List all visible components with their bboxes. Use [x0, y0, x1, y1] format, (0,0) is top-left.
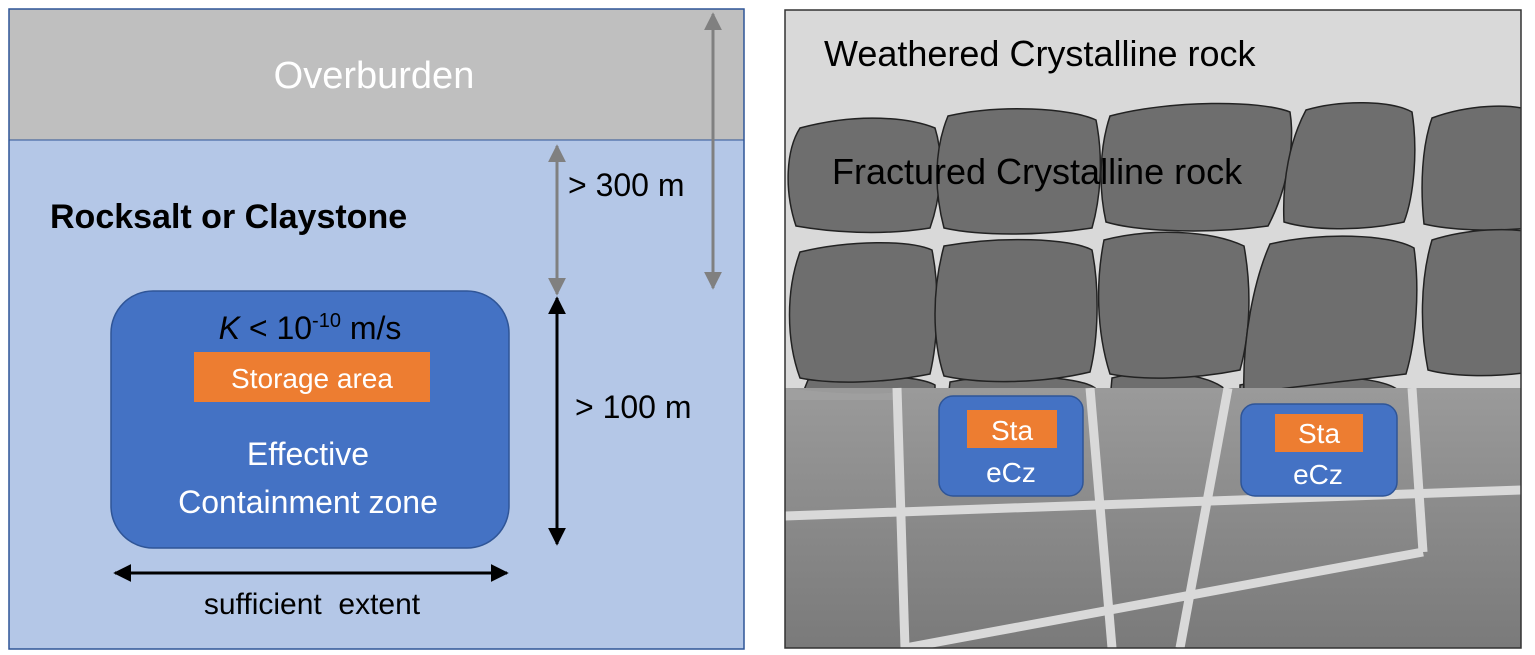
permeability-label: K < 10-10 m/s: [219, 310, 402, 346]
right-panel-border: [784, 9, 1522, 649]
storage-area-label: Storage area: [231, 363, 393, 394]
containment-zone-label: eCz: [986, 457, 1036, 488]
storage-area-label: Sta: [991, 415, 1033, 446]
containment-zone-line1: Effective: [247, 436, 369, 472]
rock-block: [1282, 101, 1416, 230]
containment-zone-label: eCz: [1293, 459, 1343, 490]
rock-block: [1421, 105, 1521, 231]
right-panel: Weathered Crystalline rock Fractured Cry…: [784, 9, 1522, 649]
thickness-label-100m: > 100 m: [575, 389, 692, 425]
extent-label: sufficient extent: [204, 588, 421, 621]
rock-block: [1097, 231, 1250, 379]
left-panel-border: [8, 8, 745, 650]
host-rock-label: Rocksalt or Claystone: [50, 198, 407, 236]
rock-block: [934, 238, 1098, 383]
storage-area-box: [1275, 414, 1363, 452]
weathered-rock-label: Weathered Crystalline rock: [824, 33, 1257, 74]
containment-zone-small: Sta eCz: [1240, 403, 1398, 497]
storage-area-box: [194, 352, 430, 402]
rock-block: [787, 117, 942, 234]
storage-area-label: Sta: [1298, 418, 1340, 449]
storage-area-box: [967, 410, 1057, 448]
rock-block: [1243, 235, 1418, 395]
fracture-network: [785, 387, 1521, 648]
rock-block: [1421, 228, 1521, 377]
containment-zone-small: Sta eCz: [938, 395, 1084, 497]
fractured-rock-label: Fractured Crystalline rock: [832, 151, 1243, 192]
depth-label-300m: > 300 m: [568, 167, 685, 203]
rock-block: [1100, 102, 1293, 232]
overburden-layer: [9, 9, 744, 140]
rock-block: [936, 108, 1102, 235]
overburden-label: Overburden: [274, 55, 475, 97]
rock-block: [788, 242, 938, 383]
left-panel: Overburden Rocksalt or Claystone > 300 m…: [8, 8, 745, 650]
containment-zone-line2: Containment zone: [178, 484, 438, 520]
